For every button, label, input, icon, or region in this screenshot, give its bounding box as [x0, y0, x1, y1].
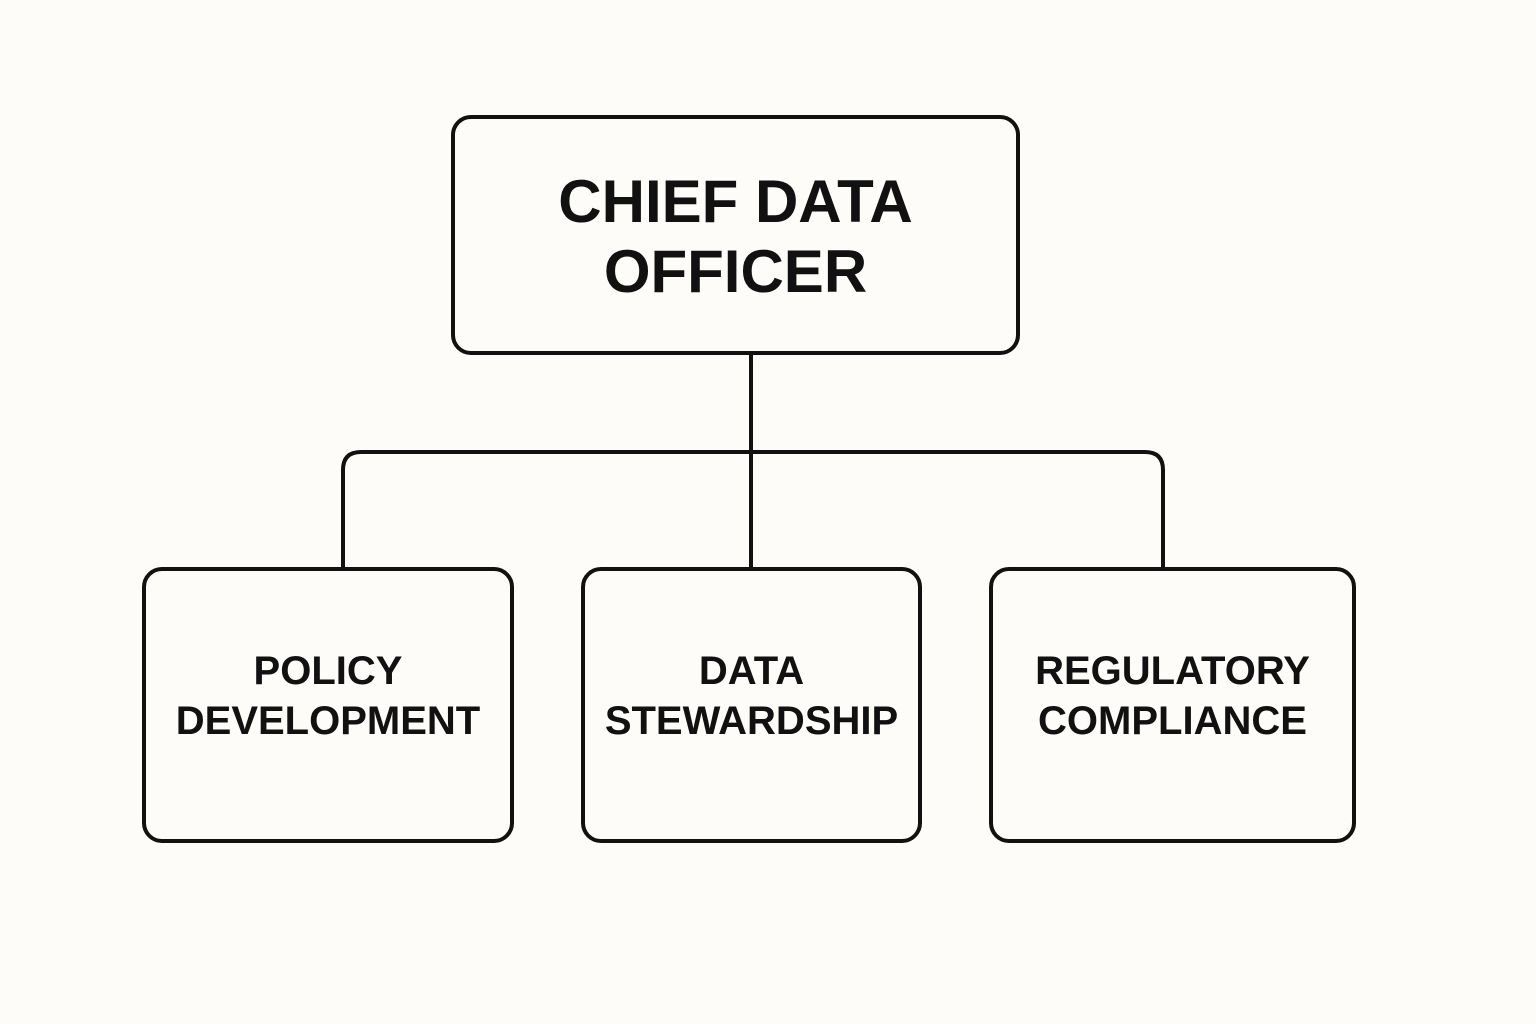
regulatory-compliance-box: REGULATORY COMPLIANCE — [989, 567, 1356, 843]
data-stewardship-box: DATA STEWARDSHIP — [581, 567, 922, 843]
chief-data-officer-box: CHIEF DATA OFFICER — [451, 115, 1020, 355]
data-stewardship-line-1: DATA — [698, 649, 805, 693]
chief-data-officer-line-2: OFFICER — [603, 238, 868, 305]
policy-development-box: POLICY DEVELOPMENT — [142, 567, 514, 843]
regulatory-compliance-line-1: REGULATORY — [1035, 649, 1310, 693]
policy-development-line-2: DEVELOPMENT — [175, 699, 481, 743]
connector-horizontal-bus — [341, 450, 1165, 569]
data-stewardship-line-2: STEWARDSHIP — [604, 699, 899, 743]
regulatory-compliance-line-2: COMPLIANCE — [1038, 699, 1307, 743]
policy-development-line-1: POLICY — [253, 649, 403, 693]
chief-data-officer-line-1: CHIEF DATA — [558, 168, 913, 235]
